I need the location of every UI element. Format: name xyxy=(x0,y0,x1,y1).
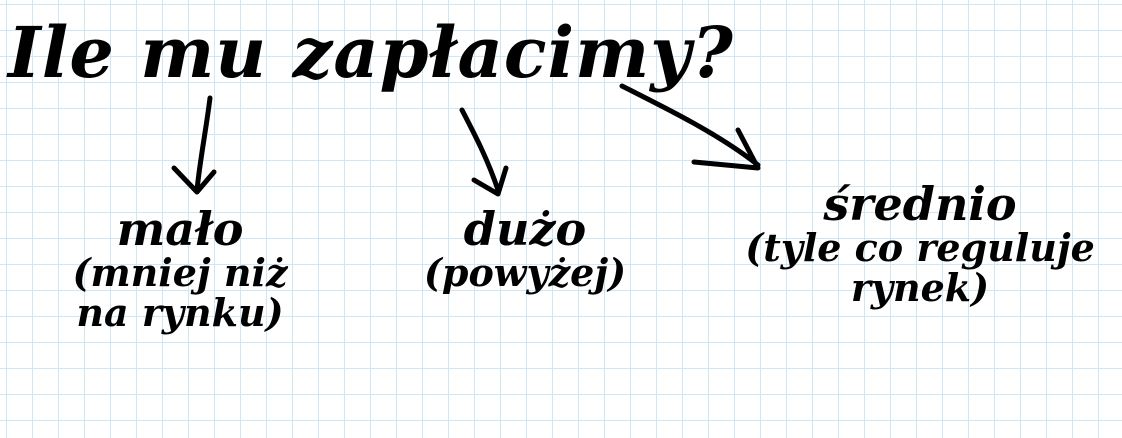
answer-malo-detail-2: na rynku) xyxy=(76,290,284,336)
answer-malo-label: mało xyxy=(116,202,244,256)
answer-malo-detail-1: (mniej niż xyxy=(72,250,288,296)
answer-duzo: dużo (powyżej) xyxy=(410,205,640,293)
answer-srednio-detail-1: (tyle co reguluje xyxy=(745,225,1095,271)
answer-srednio: średnio (tyle co reguluje rynek) xyxy=(720,180,1120,308)
answer-srednio-detail-2: rynek) xyxy=(850,265,990,311)
answer-duzo-detail-1: (powyżej) xyxy=(423,250,627,296)
answer-srednio-label: średnio xyxy=(823,177,1017,231)
answer-duzo-label: dużo xyxy=(463,202,587,256)
arrow-to-malo xyxy=(171,95,217,195)
arrow-to-duzo xyxy=(459,107,509,197)
answer-malo: mało (mniej niż na rynku) xyxy=(40,205,320,333)
question-title: Ile mu zapłacimy? xyxy=(8,11,734,94)
arrow-to-srednio xyxy=(619,83,761,171)
